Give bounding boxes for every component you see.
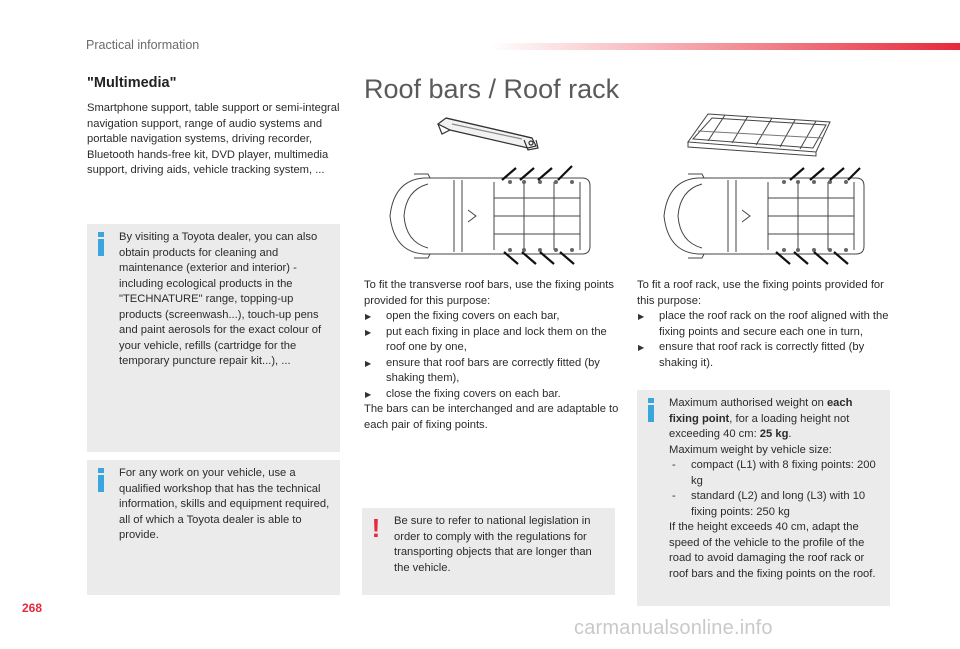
header-accent-bar <box>490 43 960 50</box>
list-item: standard (L2) and long (L3) with 10 fixi… <box>669 489 884 520</box>
roof-bars-instructions: To fit the transverse roof bars, use the… <box>364 278 622 433</box>
multimedia-heading: "Multimedia" <box>87 75 177 91</box>
warning-text: Be sure to refer to national legislation… <box>394 515 592 574</box>
page-title: Roof bars / Roof rack <box>364 74 620 104</box>
roof-bar-illustration <box>436 117 539 151</box>
info-dealer-text: By visiting a Toyota dealer, you can als… <box>119 231 322 367</box>
weight-list: compact (L1) with 8 fixing points: 200 k… <box>669 458 884 520</box>
warning-icon: ! <box>371 513 381 543</box>
weight-line-2: Maximum weight by vehicle size: <box>669 443 832 456</box>
roof-bars-intro: To fit the transverse roof bars, use the… <box>364 279 614 307</box>
roof-bars-steps: open the fixing covers on each bar, put … <box>364 309 622 402</box>
multimedia-text: Smartphone support, table support or sem… <box>87 102 340 176</box>
list-item: put each fixing in place and lock them o… <box>364 325 622 356</box>
roof-rack-steps: place the roof rack on the roof aligned … <box>637 309 893 371</box>
roof-rack-illustration <box>687 113 831 157</box>
info-box-weight: Maximum authorised weight on each fixing… <box>637 390 890 606</box>
list-item: compact (L1) with 8 fixing points: 200 k… <box>669 458 884 489</box>
roof-rack-intro: To fit a roof rack, use the fixing point… <box>637 279 884 307</box>
section-header: Practical information <box>86 38 200 52</box>
list-item: place the roof rack on the roof aligned … <box>637 309 893 340</box>
info-icon <box>647 398 655 422</box>
roof-bars-outro: The bars can be interchanged and are ada… <box>364 403 619 431</box>
info-icon <box>97 468 105 492</box>
list-item: ensure that roof bars are correctly fitt… <box>364 356 622 387</box>
van-top-view-bars <box>389 165 591 265</box>
watermark: carmanualsonline.info <box>574 617 773 639</box>
info-icon <box>97 232 105 256</box>
info-box-dealer: By visiting a Toyota dealer, you can als… <box>87 224 340 452</box>
list-item: ensure that roof rack is correctly fitte… <box>637 340 893 371</box>
list-item: close the fixing covers on each bar. <box>364 387 622 403</box>
weight-line-1: Maximum authorised weight on each fixing… <box>669 397 853 440</box>
info-workshop-text: For any work on your vehicle, use a qual… <box>119 467 330 541</box>
info-box-workshop: For any work on your vehicle, use a qual… <box>87 460 340 595</box>
van-top-view-rack <box>663 167 865 265</box>
weight-info-text: Maximum authorised weight on each fixing… <box>669 396 884 582</box>
roof-rack-instructions: To fit a roof rack, use the fixing point… <box>637 278 893 371</box>
list-item: open the fixing covers on each bar, <box>364 309 622 325</box>
page-number: 268 <box>22 601 43 615</box>
warning-box-legislation: ! Be sure to refer to national legislati… <box>362 508 615 595</box>
weight-outro: If the height exceeds 40 cm, adapt the s… <box>669 521 876 580</box>
